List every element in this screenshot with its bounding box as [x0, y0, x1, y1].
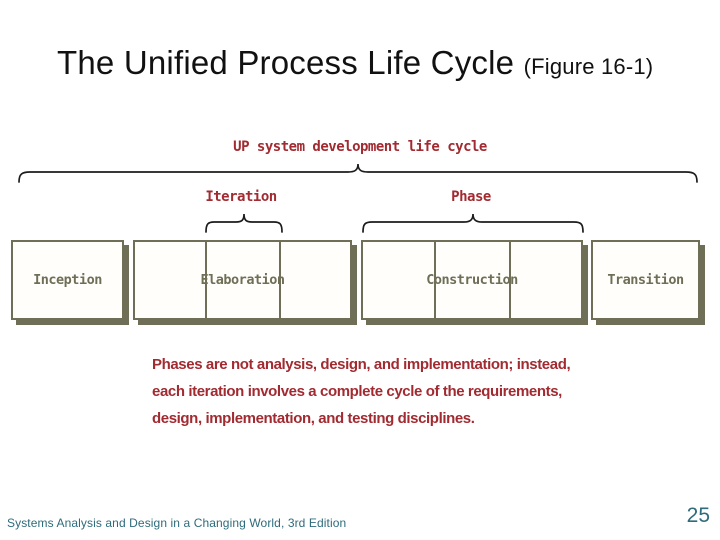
phase-box-transition: Transition: [591, 240, 700, 320]
page-title-main: The Unified Process Life Cycle: [57, 44, 515, 81]
page-title: The Unified Process Life Cycle (Figure 1…: [57, 44, 653, 82]
phase-box-construction: Construction: [361, 240, 583, 320]
footer-page-number: 25: [686, 504, 710, 527]
iteration-divider: [509, 242, 512, 318]
life-cycle-brace: [18, 163, 698, 183]
page-title-figure-ref: (Figure 16-1): [523, 54, 654, 79]
note-line: Phases are not analysis, design, and imp…: [152, 356, 571, 373]
phase-box-label: Inception: [33, 272, 102, 288]
phase-label: Phase: [451, 189, 491, 205]
phase-brace: [362, 213, 584, 233]
phase-box-inception: Inception: [11, 240, 124, 320]
iteration-label: Iteration: [205, 189, 277, 205]
footer-book-title: Systems Analysis and Design in a Changin…: [7, 516, 347, 530]
note-line: each iteration involves a complete cycle…: [152, 383, 562, 400]
iteration-divider: [279, 242, 282, 318]
diagram-top-label: UP system development life cycle: [233, 139, 487, 155]
diagram-note: Phases are not analysis, design, and imp…: [152, 351, 571, 432]
phase-box-elaboration: Elaboration: [133, 240, 352, 320]
iteration-divider: [433, 242, 436, 318]
note-line: design, implementation, and testing disc…: [152, 410, 475, 427]
iteration-brace: [205, 213, 283, 233]
phase-box-label: Transition: [607, 272, 684, 288]
phase-box-label: Construction: [426, 272, 518, 288]
iteration-divider: [204, 242, 207, 318]
phase-box-label: Elaboration: [200, 272, 285, 288]
